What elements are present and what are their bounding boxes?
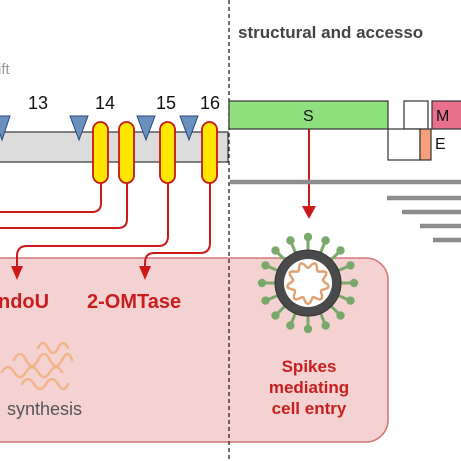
nsp-13-number: 13 xyxy=(28,93,48,113)
spike-head xyxy=(261,296,270,305)
nsp-16-number: 16 xyxy=(200,93,220,113)
coronavirus-particle-icon xyxy=(257,232,359,334)
arrowheads xyxy=(11,206,316,280)
nsp-15-number: 15 xyxy=(156,93,176,113)
e-gene-box xyxy=(419,128,432,161)
nsp-14-number: 14 xyxy=(95,93,115,113)
subgenomic-rna-lines xyxy=(230,179,461,243)
spike-head xyxy=(336,311,345,320)
frameshift-label-fragment: ift xyxy=(0,61,11,78)
orf3b-box xyxy=(387,128,421,161)
spikes-label-line2: mediating xyxy=(269,378,349,397)
nsp14-exon-pill xyxy=(92,121,109,184)
spike-head xyxy=(321,321,330,330)
spike-head xyxy=(271,311,280,320)
s-gene-label: S xyxy=(303,108,314,125)
nsp-pills xyxy=(92,121,218,184)
orf1b-genome-bar xyxy=(0,131,229,163)
orf3a-box xyxy=(403,100,429,130)
nsp16-omtase-pill xyxy=(201,121,218,184)
spike-head xyxy=(286,236,295,245)
spike-head xyxy=(303,232,313,242)
spike-head xyxy=(261,261,270,270)
nsp15-endou-pill xyxy=(159,121,176,184)
spike-head xyxy=(286,321,295,330)
spikes-label-line1: Spikes xyxy=(282,357,337,376)
cleavage-site-icon xyxy=(69,115,89,142)
cleavage-site-icon xyxy=(179,115,199,142)
endou-label: ndoU xyxy=(0,291,49,313)
omtase-label: 2-OMTase xyxy=(87,291,181,313)
nsp14-n7-pill xyxy=(118,121,135,184)
synthesis-label: synthesis xyxy=(7,399,82,419)
spike-head xyxy=(346,261,355,270)
spikes-label-line3: cell entry xyxy=(272,399,347,418)
cleavage-site-icon xyxy=(0,115,11,142)
spike-head xyxy=(303,324,313,334)
spike-head xyxy=(346,296,355,305)
m-gene-label: M xyxy=(436,108,449,125)
cleavage-site-icons xyxy=(0,115,199,142)
cleavage-site-icon xyxy=(136,115,156,142)
rna-squiggle-icon xyxy=(0,341,74,391)
spike-head xyxy=(257,278,267,288)
m-gene-box xyxy=(431,100,461,130)
spike-head xyxy=(349,278,359,288)
s-gene-box xyxy=(228,100,389,130)
function-arrows xyxy=(0,124,310,268)
virion-rna xyxy=(286,261,330,306)
e-gene-label: E xyxy=(435,136,446,153)
spike-head xyxy=(321,236,330,245)
structural-accessory-title: structural and accesso xyxy=(238,23,423,42)
spike-head xyxy=(336,246,345,255)
spike-head xyxy=(271,246,280,255)
